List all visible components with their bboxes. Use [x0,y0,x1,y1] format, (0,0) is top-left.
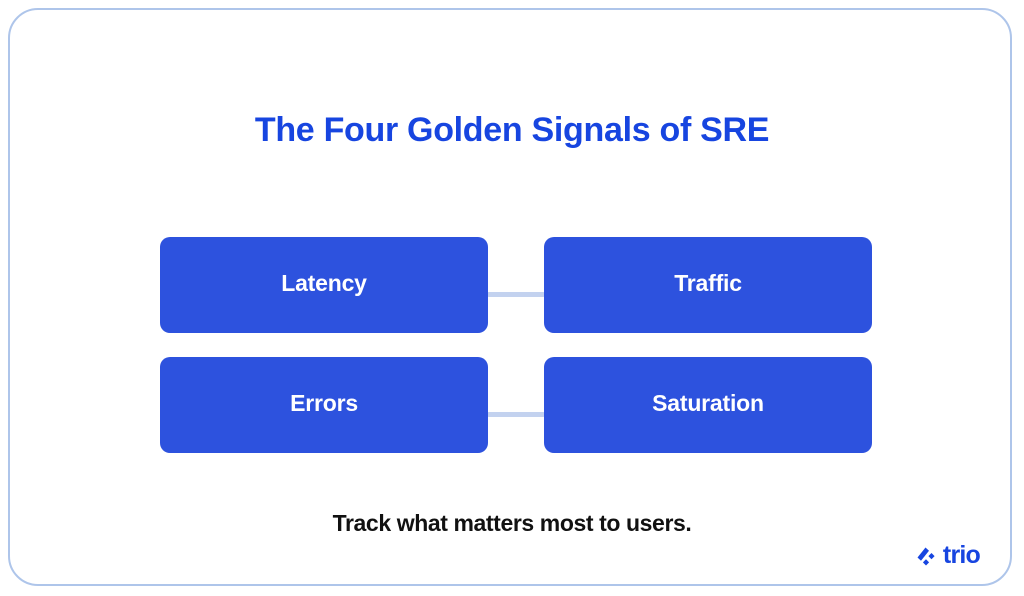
trio-mark-icon [917,547,935,565]
signal-box-saturation[interactable]: Saturation [544,357,872,453]
signal-box-latency[interactable]: Latency [160,237,488,333]
signal-box-label: Errors [290,390,358,416]
brand-logo: trio [916,541,981,569]
signal-box-traffic[interactable]: Traffic [544,237,872,333]
brand-wordmark: trio [942,541,981,569]
golden-signals-diagram: Latency Traffic Errors Saturation [160,237,872,453]
signal-box-errors[interactable]: Errors [160,357,488,453]
connector-line-row-2 [487,412,545,417]
page-title: The Four Golden Signals of SRE [254,111,770,149]
signal-box-label: Latency [281,270,367,296]
signal-box-label: Saturation [652,390,764,416]
signal-box-label: Traffic [674,270,742,296]
connector-line-row-1 [487,292,545,297]
caption-text: Track what matters most to users. [332,510,692,536]
slide-card: The Four Golden Signals of SRE Latency T… [8,8,1012,586]
